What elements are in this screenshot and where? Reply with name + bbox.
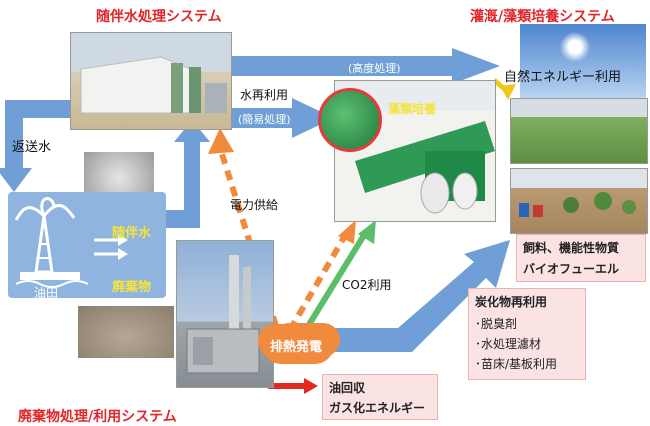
box-feed-line-1: 飼料、機能性物質: [523, 241, 620, 255]
label-produced-water: 随伴水: [112, 226, 152, 241]
label-simple-treatment: (簡易処理): [238, 113, 291, 126]
arrow-power-algae-head: [338, 220, 356, 244]
label-co2-use: CO2利用: [342, 278, 392, 292]
arrow-return-water: [0, 100, 70, 192]
oil-rig-icon: [14, 197, 128, 288]
arrow-simple-treatment: [232, 98, 334, 138]
box-feed-biofuel: 飼料、機能性物質 バイオフューエル: [516, 234, 646, 282]
arrow-co2: [299, 230, 369, 338]
waste-heat-power-cloud: [262, 326, 334, 364]
box-oil-line-1: 油回収: [329, 381, 366, 395]
arrow-co2-head: [358, 220, 376, 244]
arrow-to-carbide-feed: [320, 240, 510, 352]
box-carbide-item-2: ･水処理濾材: [475, 337, 542, 351]
box-oil-gas: 油回収 ガス化エネルギー: [322, 374, 438, 420]
label-waste: 廃棄物: [112, 280, 152, 295]
photo-field-2: [510, 168, 648, 234]
label-advanced-treatment: (高度処理): [348, 62, 401, 75]
box-carbide-item-1: ･脱臭剤: [475, 317, 518, 331]
title-produced-water: 随伴水処理システム: [96, 9, 222, 25]
photo-water-plant: [70, 32, 232, 130]
photo-field-1: [510, 98, 648, 164]
oilfield-panel: [8, 192, 166, 298]
photo-algae-inset: [318, 88, 382, 152]
label-return-water: 返送水: [12, 140, 52, 155]
title-waste: 廃棄物処理/利用システム: [18, 409, 177, 425]
photo-scrap-waste: [78, 306, 174, 358]
arrow-power-supply-head: [208, 128, 234, 154]
arrow-power-algae: [287, 232, 349, 332]
sun-arrow-left-shaft: [492, 78, 510, 94]
title-irrigation: 灌漑/藻類培養システム: [470, 9, 615, 25]
box-oil-line-2: ガス化エネルギー: [329, 401, 426, 415]
label-water-reuse: 水再利用: [240, 88, 289, 102]
label-natural-energy: 自然エネルギー利用: [504, 70, 622, 85]
photo-sky: [520, 24, 646, 98]
label-waste-heat-power: 排熱発電: [270, 340, 323, 355]
label-power-supply: 電力供給: [230, 198, 279, 212]
box-feed-line-2: バイオフューエル: [523, 262, 620, 276]
arrow-advanced-treatment: [232, 48, 500, 84]
label-oilfield: 油田: [34, 286, 59, 300]
arrow-oil-recovery-head: [304, 378, 318, 394]
arrow-oilfield-to-plant: [140, 120, 210, 228]
box-carbide-reuse: 炭化物再利用 ･脱臭剤 ･水処理濾材 ･苗床/基板利用: [468, 288, 586, 380]
label-algae-culture: 藻類培養: [388, 102, 437, 116]
box-carbide-item-3: ･苗床/基板利用: [475, 357, 558, 371]
photo-power-plant: [176, 240, 274, 388]
box-carbide-title: 炭化物再利用: [475, 295, 548, 309]
